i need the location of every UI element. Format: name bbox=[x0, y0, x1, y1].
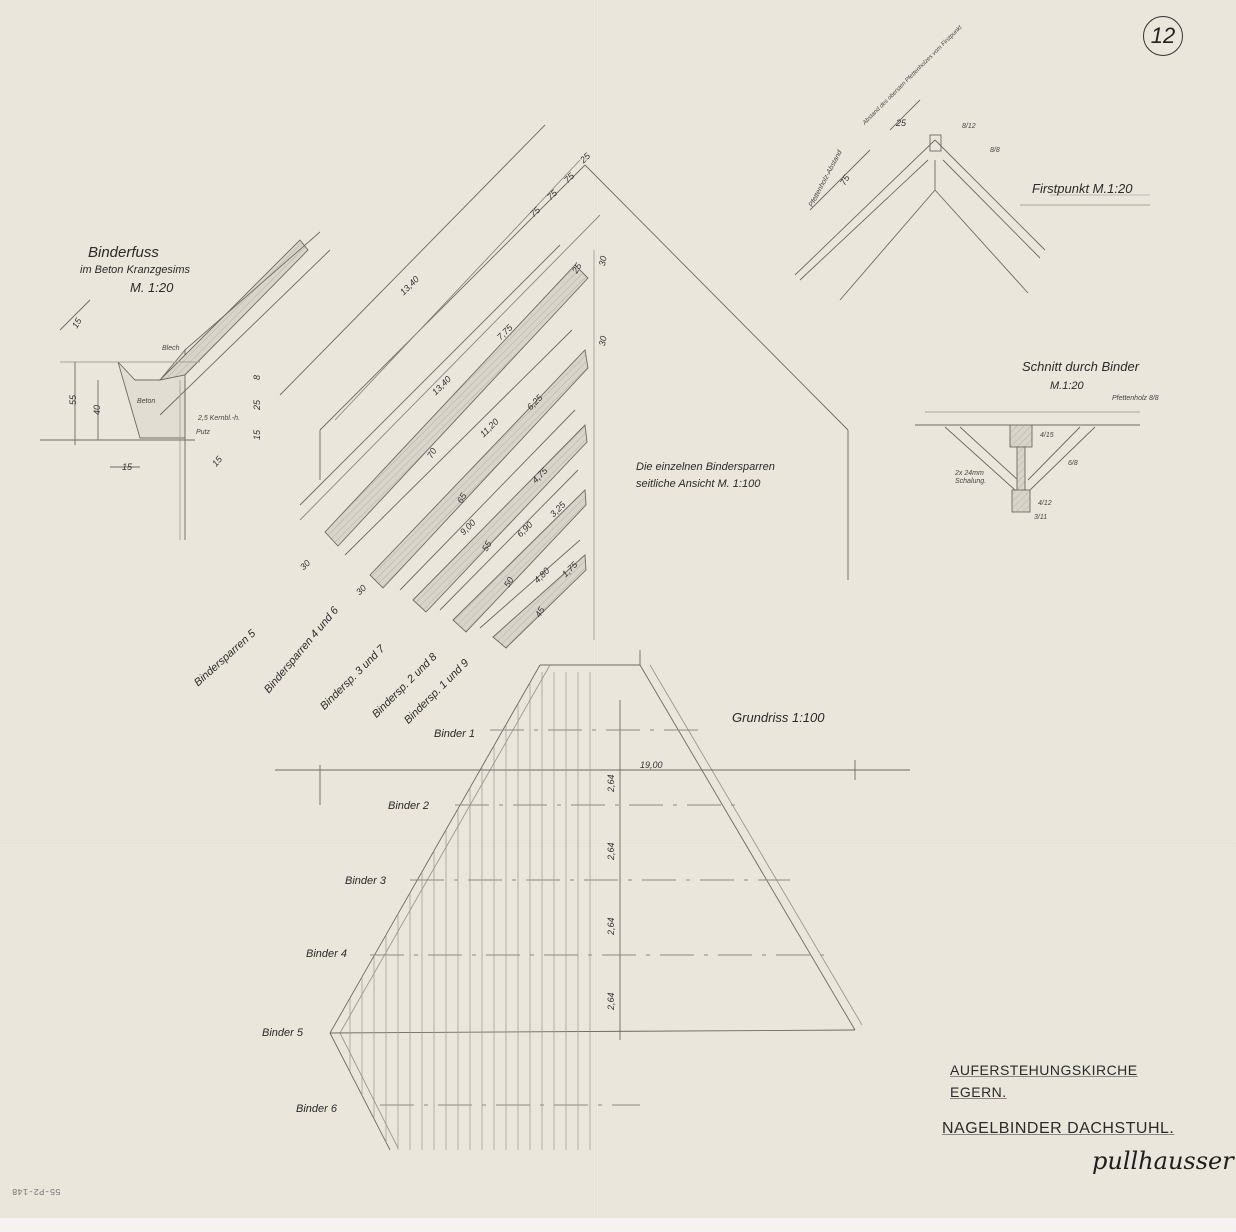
dim: 25 bbox=[896, 118, 907, 128]
archive-id: 55-P2-148 bbox=[12, 1186, 61, 1196]
binderfuss-scale: M. 1:20 bbox=[130, 280, 174, 295]
firstpunkt-title: Firstpunkt M.1:20 bbox=[1032, 181, 1133, 196]
project-place: EGERN. bbox=[950, 1084, 1007, 1100]
spacing-1: 2,64 bbox=[606, 774, 616, 792]
signature: pullhausser bbox=[1092, 1147, 1234, 1175]
label-4-12: 4/12 bbox=[1038, 500, 1052, 507]
spacing-3: 2,64 bbox=[606, 917, 616, 935]
label-3-11: 3/11 bbox=[1034, 514, 1048, 521]
label-kernholz: 2,5 Kernbl.-h. bbox=[198, 415, 241, 422]
horizontal-fold bbox=[0, 843, 1236, 846]
label-blech: Blech bbox=[162, 345, 180, 352]
rafter-5 bbox=[324, 264, 589, 547]
dim: 40 bbox=[92, 404, 102, 415]
label-4-15: 4/15 bbox=[1040, 432, 1054, 439]
overall-width: 19,00 bbox=[640, 760, 663, 770]
binder-label-3: Binder 3 bbox=[345, 875, 386, 887]
sparren-caption-2: seitliche Ansicht M. 1:100 bbox=[636, 478, 761, 490]
dim: 8 bbox=[252, 374, 262, 380]
binder-label-2: Binder 2 bbox=[388, 800, 429, 812]
schnitt-title: Schnitt durch Binder bbox=[1022, 359, 1140, 374]
sparren-caption-1: Die einzelnen Bindersparren bbox=[636, 461, 775, 473]
binder-label-4: Binder 4 bbox=[306, 948, 347, 960]
roof-section-outline bbox=[279, 124, 849, 640]
dim: 25 bbox=[252, 399, 262, 410]
dim: 30 bbox=[597, 255, 609, 267]
schnitt-detail bbox=[915, 194, 1150, 513]
vertical-fold bbox=[596, 0, 599, 1218]
binderfuss-title: Binderfuss bbox=[88, 244, 159, 261]
dim: 30 bbox=[597, 335, 609, 347]
rafter-bars bbox=[299, 244, 589, 649]
project-name: AUFERSTEHUNGSKIRCHE bbox=[950, 1062, 1138, 1078]
binder-label-1: Binder 1 bbox=[434, 728, 475, 740]
label-putz: Putz bbox=[196, 429, 211, 436]
binder-label-5: Binder 5 bbox=[262, 1027, 303, 1039]
rafter-2-8 bbox=[452, 488, 587, 633]
page-number: 12 bbox=[1143, 16, 1183, 56]
dim: 15 bbox=[252, 429, 262, 440]
spacing-4: 2,64 bbox=[606, 992, 616, 1010]
label-6-8: 6/8 bbox=[1068, 460, 1078, 467]
dim: 55 bbox=[68, 394, 78, 405]
rafter-4-6 bbox=[369, 349, 589, 589]
label-pfettenholz: Pfettenholz 8/8 bbox=[1112, 395, 1159, 402]
label-schalung: 2x 24mm Schalung. bbox=[955, 470, 987, 486]
grundriss-title: Grundriss 1:100 bbox=[732, 710, 825, 725]
label-8-8: 8/8 bbox=[990, 147, 1000, 154]
label-beton: Beton bbox=[137, 398, 156, 405]
schnitt-scale: M.1:20 bbox=[1050, 380, 1084, 392]
plan-rafter-lines bbox=[349, 672, 591, 1150]
roof-dimension-chain bbox=[299, 159, 601, 521]
binder-label-6: Binder 6 bbox=[296, 1103, 337, 1115]
dim: 15 bbox=[122, 462, 133, 472]
spacing-2: 2,64 bbox=[606, 842, 616, 860]
binderfuss-subtitle: im Beton Kranzgesims bbox=[80, 264, 191, 276]
rafter-3-7 bbox=[412, 424, 588, 613]
rafter-1-9 bbox=[492, 554, 587, 649]
drawing-title: NAGELBINDER DACHSTUHL. bbox=[942, 1120, 1175, 1137]
label-8-12: 8/12 bbox=[962, 123, 976, 130]
firstpunkt-detail bbox=[794, 99, 1150, 301]
grundriss-plan bbox=[275, 650, 910, 1151]
binderfuss-detail bbox=[40, 231, 331, 540]
